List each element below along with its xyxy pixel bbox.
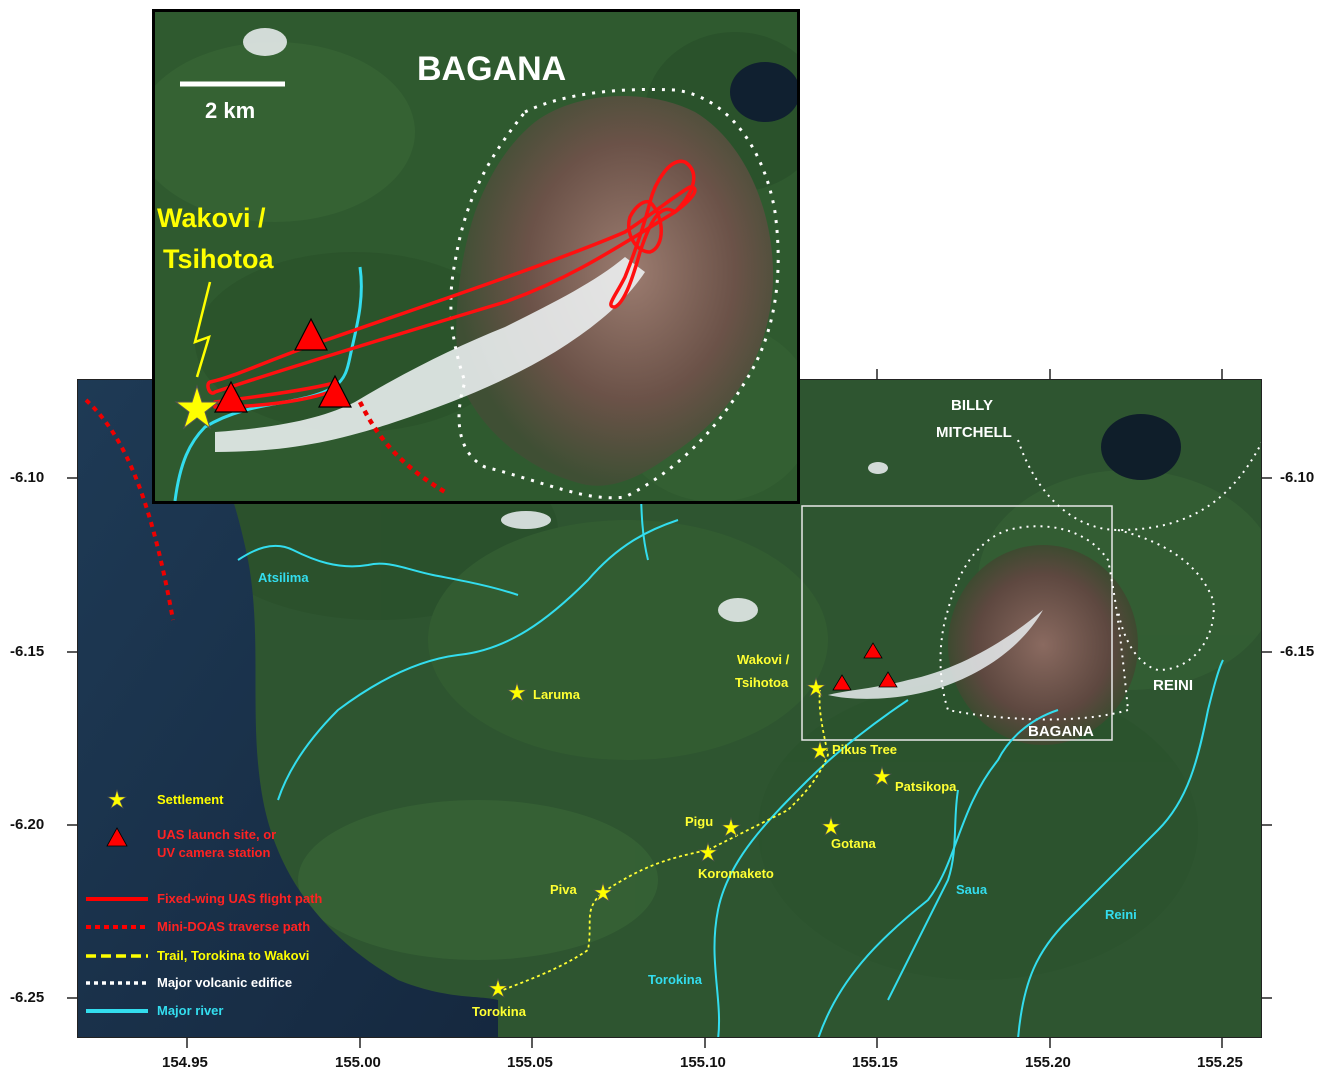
settlement-label-pigu: Pigu [685, 814, 713, 829]
river-label-saua: Saua [956, 882, 988, 897]
x-tick-label: 155.25 [1197, 1054, 1243, 1071]
legend-trail: Trail, Torokina to Wakovi [157, 948, 309, 963]
inset-settlement-star [174, 384, 220, 430]
y-tick-label-right: -6.10 [1280, 469, 1315, 486]
uas-sites-main [832, 642, 898, 691]
bagana-volcano-label: BAGANA [1028, 723, 1094, 740]
billy-mitchell-label-line2: MITCHELL [936, 424, 1012, 441]
settlement-label-wakovi-line2: Tsihotoa [735, 675, 789, 690]
bagana-edifice-surface [948, 545, 1138, 745]
volcanic-edifice-outlines [939, 439, 1261, 721]
river-label-reini: Reini [1105, 907, 1137, 922]
legend-symbols [86, 788, 148, 1013]
river-labels: Atsilima Saua Torokina Reini [258, 570, 1137, 987]
inset-uas-sites [214, 317, 352, 413]
billy-mitchell-label-line1: BILLY [951, 397, 993, 414]
x-tick-label: 155.05 [507, 1054, 553, 1071]
clouds [501, 462, 888, 622]
trail-path [497, 689, 829, 993]
settlement-labels: Laruma Wakovi / Tsihotoa Pikus Tree Pats… [472, 652, 957, 1019]
inset-extent-box [801, 505, 1113, 741]
doas-traverse-main [84, 398, 175, 621]
inset-plume [215, 257, 645, 452]
legend-settlement: Settlement [157, 792, 224, 807]
inset-settlement-label-line2: Tsihotoa [163, 244, 274, 274]
inset-lake [730, 62, 797, 122]
lake [1101, 414, 1181, 480]
settlement-label-pikus-tree: Pikus Tree [832, 742, 897, 757]
y-tick-label-left: -6.10 [10, 469, 45, 486]
volcano-labels: BILLY MITCHELL REINI BAGANA [936, 397, 1193, 740]
inset-scale-label: 2 km [205, 98, 255, 123]
inset-doas-path [357, 400, 447, 494]
river-label-atsilima: Atsilima [258, 570, 309, 585]
x-tick-label: 155.15 [852, 1054, 898, 1071]
x-tick-label: 154.95 [162, 1054, 208, 1071]
y-tick-label-left: -6.25 [10, 989, 45, 1006]
rivers [237, 439, 1224, 1037]
x-tick-label: 155.20 [1025, 1054, 1071, 1071]
settlement-label-wakovi-line1: Wakovi / [737, 652, 790, 667]
legend-flight-path: Fixed-wing UAS flight path [157, 891, 322, 906]
settlement-label-koromaketo: Koromaketo [698, 866, 774, 881]
y-tick-label-left: -6.15 [10, 643, 45, 660]
inset-title: BAGANA [417, 50, 566, 88]
inset-map: 2 km BAGANA Wakovi / Tsihotoa [152, 9, 800, 504]
legend-uas-line1: UAS launch site, or [157, 827, 276, 842]
inset-map-svg: 2 km BAGANA Wakovi / Tsihotoa [155, 12, 797, 501]
settlement-label-piva: Piva [550, 882, 578, 897]
inset-cloud [243, 28, 287, 56]
legend-river: Major river [157, 1003, 223, 1018]
settlement-stars [488, 676, 892, 998]
y-tick-label-left: -6.20 [10, 816, 45, 833]
settlement-label-patsikopa: Patsikopa [895, 779, 957, 794]
settlement-label-laruma: Laruma [533, 687, 581, 702]
legend-doas-path: Mini-DOAS traverse path [157, 919, 310, 934]
inset-settlement-pointer [193, 281, 212, 378]
inset-settlement-label-line1: Wakovi / [157, 203, 266, 233]
y-tick-label-right: -6.15 [1280, 643, 1315, 660]
sea [78, 380, 498, 1037]
x-tick-label: 155.00 [335, 1054, 381, 1071]
inset-edifice-outline [449, 88, 780, 500]
legend-edifice: Major volcanic edifice [157, 975, 292, 990]
volcanic-plume [828, 610, 1043, 699]
settlement-label-torokina: Torokina [472, 1004, 527, 1019]
reini-volcano-label: REINI [1153, 677, 1193, 694]
x-tick-label: 155.10 [680, 1054, 726, 1071]
legend: Settlement UAS launch site, or UV camera… [157, 792, 322, 1018]
settlement-label-gotana: Gotana [831, 836, 877, 851]
legend-uas-line2: UV camera station [157, 845, 270, 860]
river-label-torokina: Torokina [648, 972, 703, 987]
